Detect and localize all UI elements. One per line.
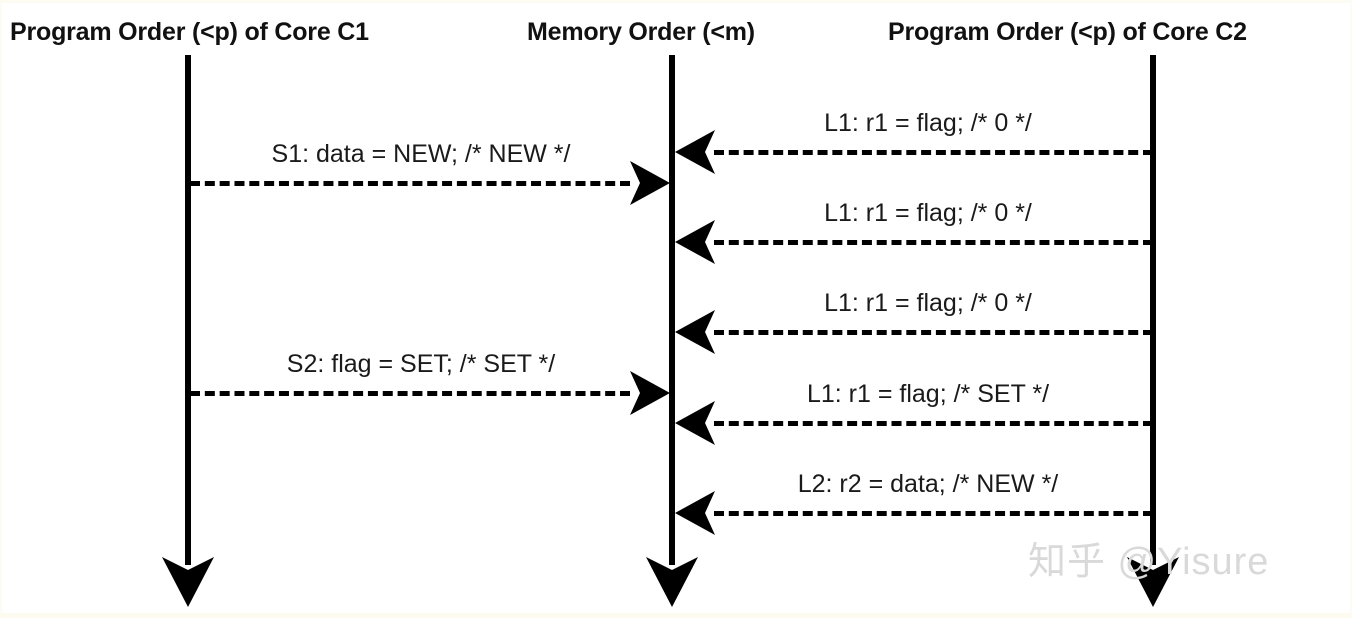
column-header-core-c2: Program Order (<p) of Core C2 <box>888 18 1247 46</box>
message-line-m3 <box>714 240 1153 245</box>
message-label-m1: L1: r1 = flag; /* 0 */ <box>824 109 1032 137</box>
message-label-m7: L2: r2 = data; /* NEW */ <box>797 470 1059 498</box>
message-arrowhead-m3-left <box>675 220 715 264</box>
message-label-m4: L1: r1 = flag; /* 0 */ <box>824 289 1032 317</box>
message-label-m2: S1: data = NEW; /* NEW */ <box>271 140 571 168</box>
message-label-m6: L1: r1 = flag; /* SET */ <box>806 380 1050 408</box>
message-arrowhead-m4-left <box>675 310 715 354</box>
message-line-m2 <box>190 181 630 186</box>
message-line-m4 <box>714 330 1153 335</box>
column-header-core-c1: Program Order (<p) of Core C1 <box>10 18 369 46</box>
message-arrowhead-m5-right <box>630 371 670 415</box>
watermark: 知乎 @Yisure <box>1028 541 1270 583</box>
message-arrowhead-m2-right <box>630 161 670 205</box>
message-line-m7 <box>714 511 1153 516</box>
message-line-m1 <box>714 150 1153 155</box>
column-header-memory-order: Memory Order (<m) <box>527 18 755 46</box>
message-arrowhead-m1-left <box>675 130 715 174</box>
memory-order-axis-arrowhead <box>646 557 698 607</box>
message-line-m5 <box>190 391 630 396</box>
core-c1-axis-arrowhead <box>162 557 214 607</box>
core-c2-axis-line <box>1150 55 1156 565</box>
message-arrowhead-m7-left <box>675 491 715 535</box>
message-label-m3: L1: r1 = flag; /* 0 */ <box>824 199 1032 227</box>
memory-order-axis-line <box>669 55 675 565</box>
core-c2-axis-arrowhead <box>1127 557 1179 607</box>
core-c1-axis-line <box>185 55 191 565</box>
message-line-m6 <box>714 421 1153 426</box>
message-label-m5: S2: flag = SET; /* SET */ <box>286 350 556 378</box>
message-arrowhead-m6-left <box>675 401 715 445</box>
